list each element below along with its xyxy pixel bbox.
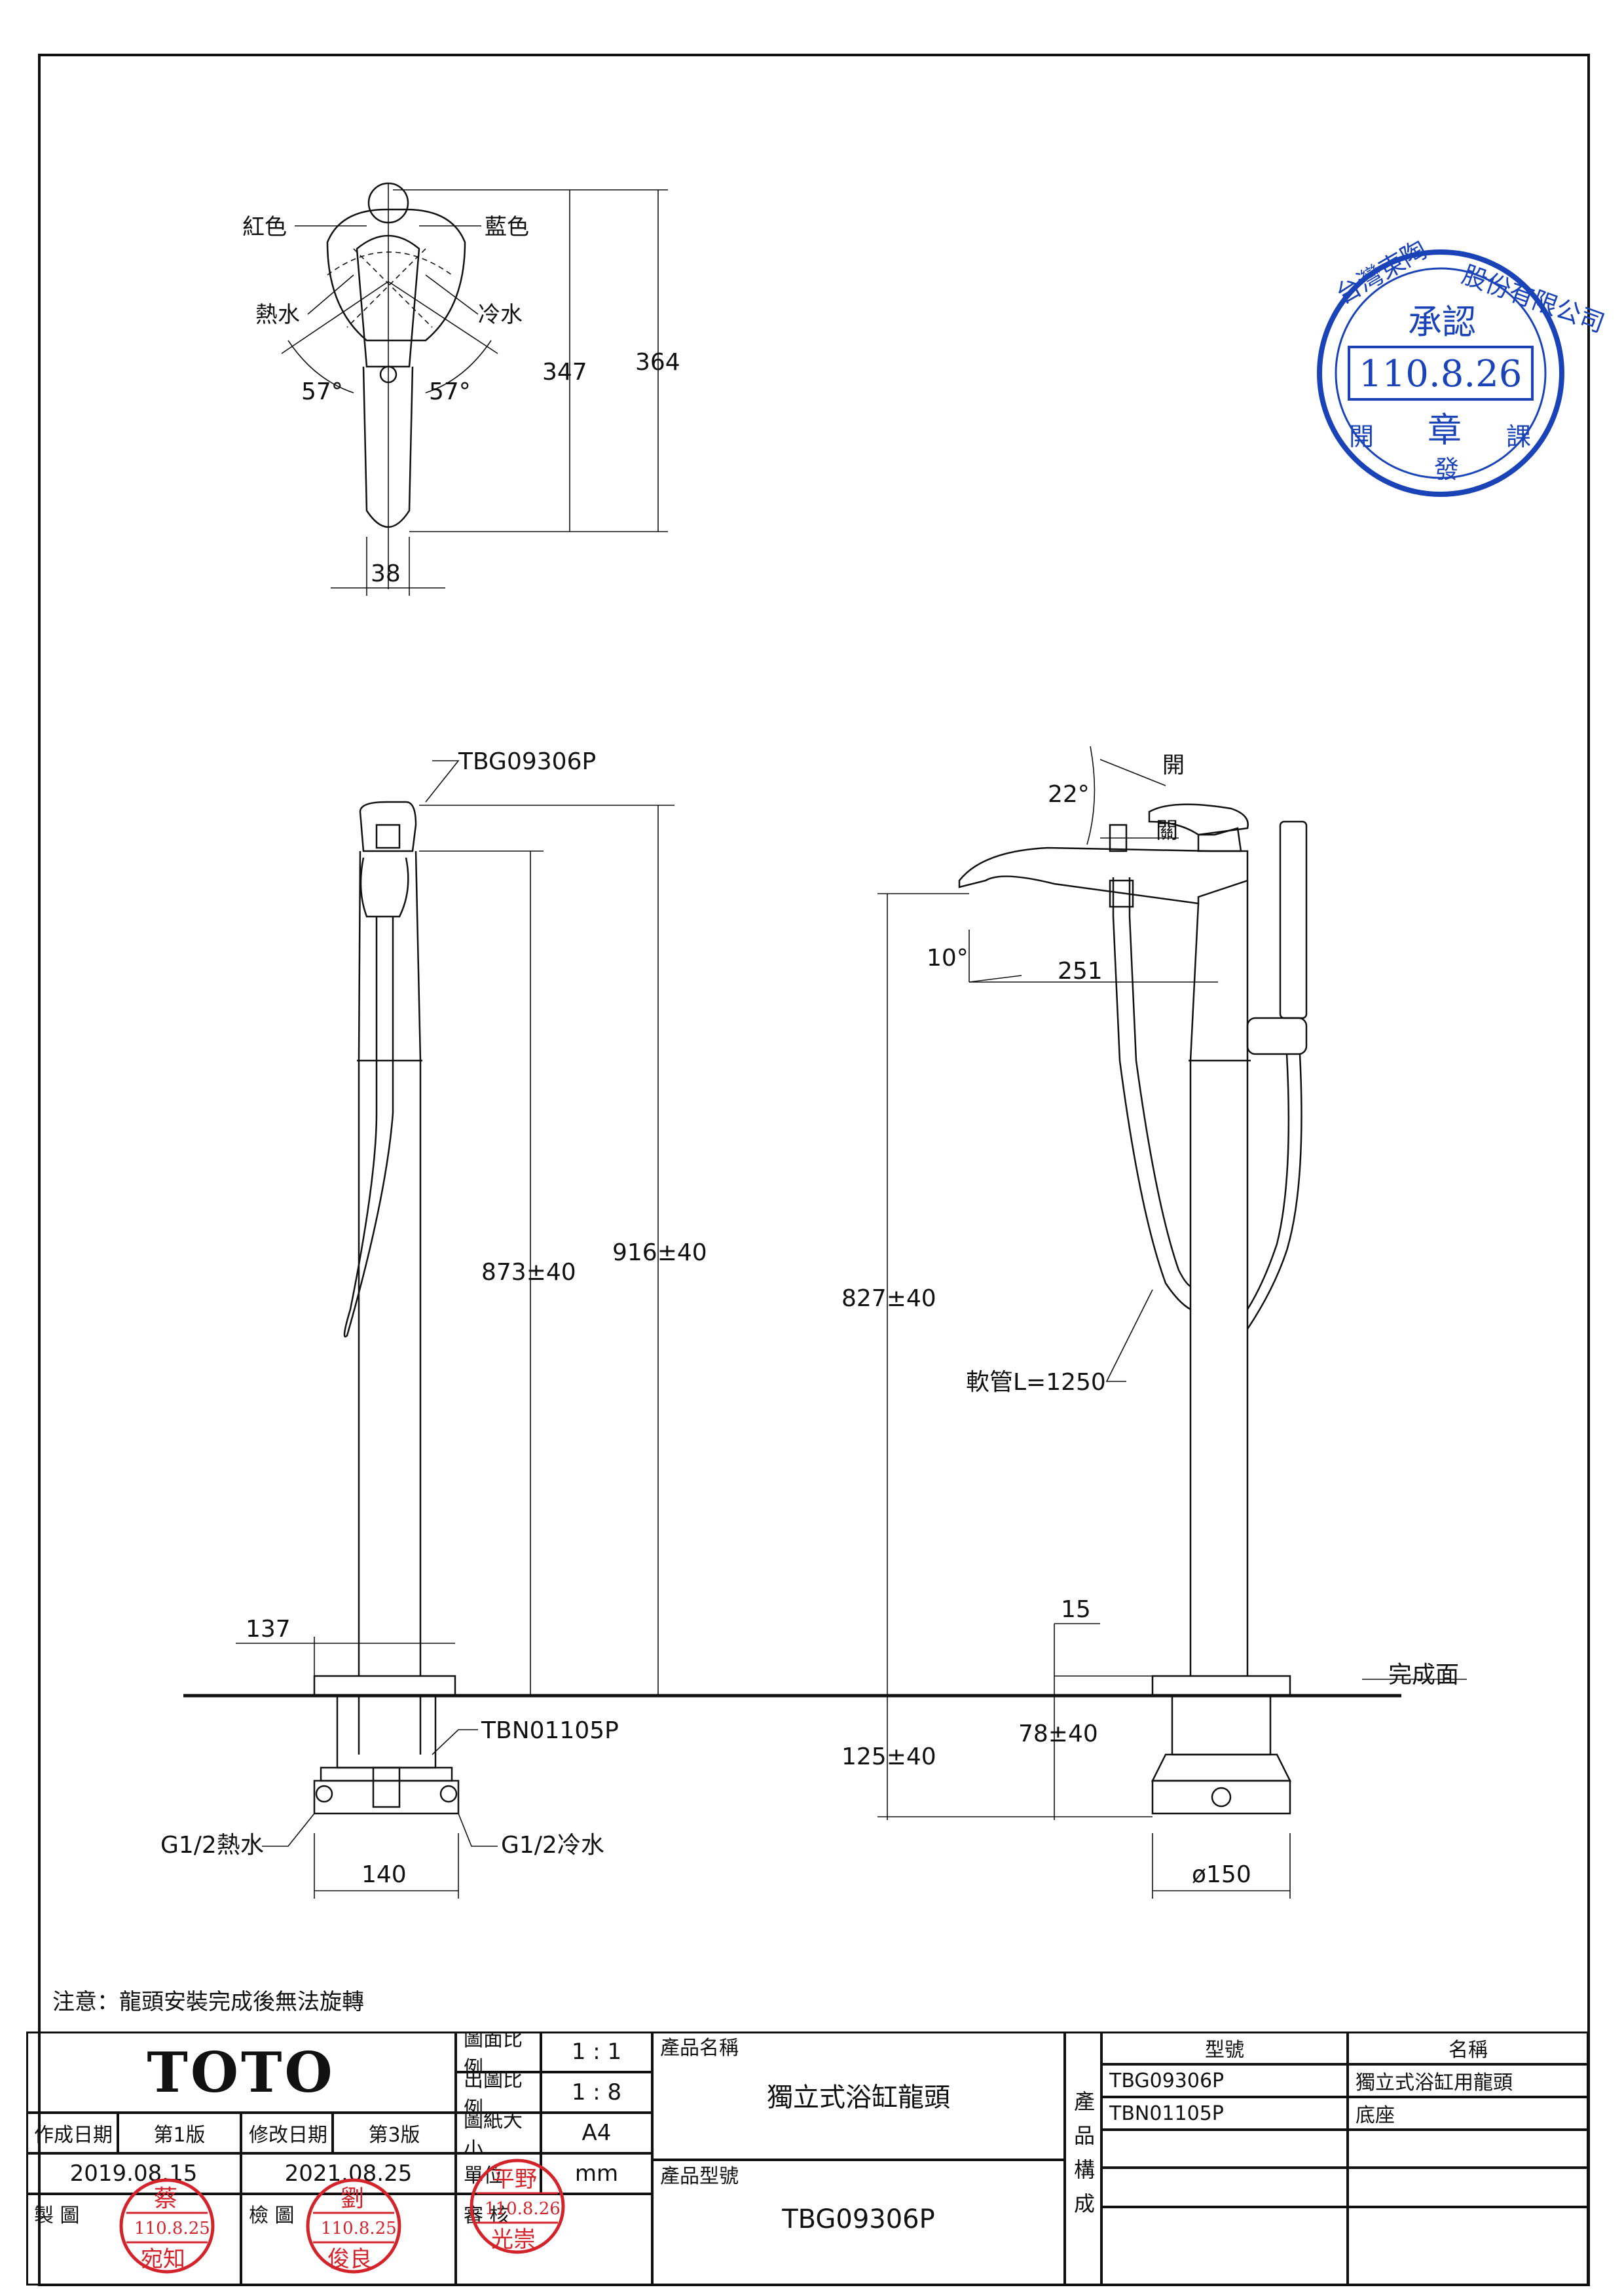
svg-text:俊良: 俊良 xyxy=(327,2246,372,2272)
drawn-stamp: 蔡 110.8.25 宛知 xyxy=(119,2178,215,2274)
angle-22: 22° xyxy=(1048,781,1090,808)
svg-text:蔡: 蔡 xyxy=(154,2185,177,2212)
product-model-label: 產品型號 xyxy=(660,2165,739,2187)
svg-text:課: 課 xyxy=(1506,422,1531,451)
svg-text:110.8.26: 110.8.26 xyxy=(485,2199,561,2219)
composition-label: 產品構成 xyxy=(1065,2032,1101,2286)
created-edition: 第1版 xyxy=(118,2113,241,2153)
close-label: 關 xyxy=(1156,818,1178,844)
svg-text:章: 章 xyxy=(1428,411,1462,450)
dim-125: 125±40 xyxy=(841,1743,936,1770)
hot-inlet: G1/2熱水 xyxy=(160,1832,264,1859)
svg-text:平野: 平野 xyxy=(492,2166,537,2193)
svg-text:光崇: 光崇 xyxy=(491,2227,536,2253)
label-cold: 冷水 xyxy=(478,302,523,328)
approved-stamp: 平野 110.8.26 光崇 xyxy=(470,2159,565,2254)
dim-364: 364 xyxy=(635,349,680,376)
paper-value: A4 xyxy=(541,2113,652,2153)
part-model xyxy=(1101,2130,1348,2168)
svg-text:開: 開 xyxy=(1349,422,1374,451)
paper-label: 圖紙大小 xyxy=(456,2113,541,2153)
front-view: TBG09306P TBN01105P 873±40 916±40 137 14… xyxy=(160,748,1401,1899)
col-model-header: 型號 xyxy=(1101,2032,1348,2064)
part-model: TBG09306P xyxy=(1101,2064,1348,2097)
svg-text:劉: 劉 xyxy=(341,2185,364,2212)
product-name: 獨立式浴缸龍頭 xyxy=(767,2083,950,2113)
dim-137: 137 xyxy=(246,1616,291,1643)
label-red: 紅色 xyxy=(242,214,287,240)
part-name: 獨立式浴缸用龍頭 xyxy=(1348,2064,1589,2097)
modified-label: 修改日期 xyxy=(241,2113,333,2153)
dim-150: ø150 xyxy=(1192,1861,1251,1888)
cold-inlet: G1/2冷水 xyxy=(501,1832,604,1859)
part-model: TBN01105P xyxy=(1101,2097,1348,2130)
col-name-header: 名稱 xyxy=(1348,2032,1589,2064)
dim-78: 78±40 xyxy=(1018,1721,1098,1747)
dim-140: 140 xyxy=(361,1861,407,1888)
dim-347: 347 xyxy=(542,359,587,386)
dim-873: 873±40 xyxy=(481,1259,576,1286)
dim-15: 15 xyxy=(1061,1596,1091,1623)
svg-text:110.8.25: 110.8.25 xyxy=(321,2219,397,2238)
dim-251: 251 xyxy=(1058,958,1103,985)
unit-value: mm xyxy=(541,2153,652,2194)
finish-surface: 完成面 xyxy=(1388,1662,1459,1688)
modified-date: 2021.08.25 xyxy=(241,2153,456,2194)
hose-label: 軟管L=1250 xyxy=(966,1369,1106,1396)
open-label: 開 xyxy=(1162,752,1185,778)
print-scale-value: 1 : 8 xyxy=(541,2072,652,2113)
svg-text:承認: 承認 xyxy=(1408,303,1476,342)
print-scale-label: 出圖比例 xyxy=(456,2072,541,2113)
angle-left: 57° xyxy=(301,378,343,405)
product-model: TBG09306P xyxy=(782,2204,935,2234)
angle-right: 57° xyxy=(429,378,471,405)
checked-label: 檢 圖 xyxy=(241,2194,456,2286)
label-blue: 藍色 xyxy=(485,214,529,240)
modified-edition: 第3版 xyxy=(333,2113,456,2153)
dim-827: 827±40 xyxy=(841,1285,936,1312)
part-name xyxy=(1348,2168,1589,2207)
svg-text:發: 發 xyxy=(1434,455,1459,484)
product-name-box xyxy=(652,2032,1065,2160)
angle-10: 10° xyxy=(927,945,969,972)
label-hot: 熱水 xyxy=(255,302,300,328)
scale-value: 1 : 1 xyxy=(541,2032,652,2072)
checked-stamp: 劉 110.8.25 俊良 xyxy=(306,2178,401,2274)
part-model xyxy=(1101,2168,1348,2207)
created-label: 作成日期 xyxy=(26,2113,118,2153)
part-model xyxy=(1101,2207,1348,2286)
part-name: 底座 xyxy=(1348,2097,1589,2130)
dim-38: 38 xyxy=(371,560,401,587)
svg-text:110.8.26: 110.8.26 xyxy=(1359,353,1522,395)
top-view: 紅色 藍色 熱水 冷水 57° 57° 347 364 38 xyxy=(242,182,680,596)
base-label: TBN01105P xyxy=(481,1717,619,1744)
dim-916: 916±40 xyxy=(612,1239,707,1266)
part-name xyxy=(1348,2207,1589,2286)
side-view: 22° 開 關 10° 251 827±40 軟管L=1250 15 完成面 7… xyxy=(841,746,1467,1899)
model-label: TBG09306P xyxy=(458,748,596,775)
product-model-box xyxy=(652,2160,1065,2286)
svg-text:110.8.25: 110.8.25 xyxy=(134,2219,210,2238)
installation-note: 注意：龍頭安裝完成後無法旋轉 xyxy=(52,1989,364,2015)
brand-logo: TOTO xyxy=(26,2032,456,2113)
product-name-label: 產品名稱 xyxy=(660,2037,739,2059)
scale-label: 圖面比例 xyxy=(456,2032,541,2072)
part-name xyxy=(1348,2130,1589,2168)
svg-text:宛知: 宛知 xyxy=(141,2246,185,2272)
